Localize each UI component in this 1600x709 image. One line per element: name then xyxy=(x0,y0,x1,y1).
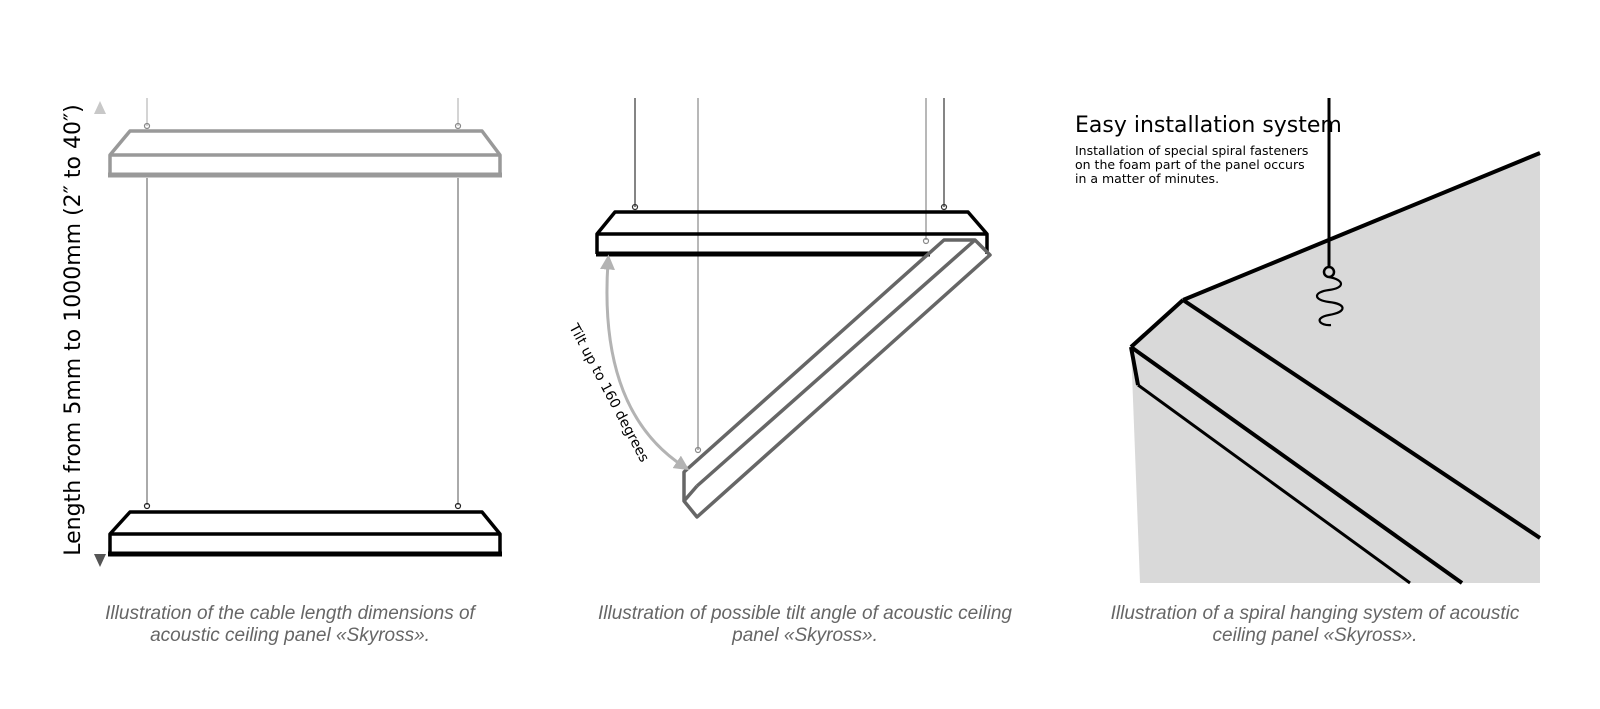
installation-heading: Easy installation system xyxy=(1075,113,1342,138)
installation-description-line2: on the foam part of the panel occurs xyxy=(1075,157,1305,172)
cable-clips xyxy=(631,203,948,454)
caption-cable-length: Illustration of the cable length dimensi… xyxy=(80,603,500,647)
horizontal-panel xyxy=(595,210,989,257)
dimension-label: Length from 5mm to 1000mm (2″ to 40″) xyxy=(61,104,86,556)
caption-line: ceiling panel «Skyross». xyxy=(1212,625,1418,646)
caption-tilt-angle: Illustration of possible tilt angle of a… xyxy=(570,603,1040,647)
tilt-arc-arrow xyxy=(600,254,690,471)
dimension-arrow xyxy=(94,101,106,567)
panel-tilt-angle: Tilt up to 160 degrees xyxy=(565,98,992,519)
caption-line: Illustration of the cable length dimensi… xyxy=(105,603,475,624)
suspension-cables xyxy=(634,98,945,450)
tilt-label: Tilt up to 160 degrees xyxy=(565,320,652,464)
panel-cable-length: Length from 5mm to 1000mm (2″ to 40″) xyxy=(61,98,502,567)
installation-description-line3: in a matter of minutes. xyxy=(1075,171,1219,186)
spiral-fastener xyxy=(1315,98,1344,327)
suspension-cables xyxy=(146,98,459,505)
caption-line: Illustration of possible tilt angle of a… xyxy=(597,603,1012,624)
caption-spiral-hanging: Illustration of a spiral hanging system … xyxy=(1080,603,1550,647)
cable-clips xyxy=(143,122,462,510)
panel-spiral-hanging: Easy installation system Installation of… xyxy=(1075,98,1542,585)
perspective-panel xyxy=(1129,151,1542,585)
installation-description-line1: Installation of special spiral fasteners xyxy=(1075,143,1308,158)
caption-line: panel «Skyross». xyxy=(732,625,878,646)
lowered-panel xyxy=(108,510,502,557)
raised-panel xyxy=(108,129,502,178)
installation-text-block: Easy installation system Installation of… xyxy=(1075,113,1342,186)
tilted-panel xyxy=(682,238,992,519)
caption-line: Illustration of a spiral hanging system … xyxy=(1110,603,1520,624)
caption-line: acoustic ceiling panel «Skyross». xyxy=(150,625,430,646)
